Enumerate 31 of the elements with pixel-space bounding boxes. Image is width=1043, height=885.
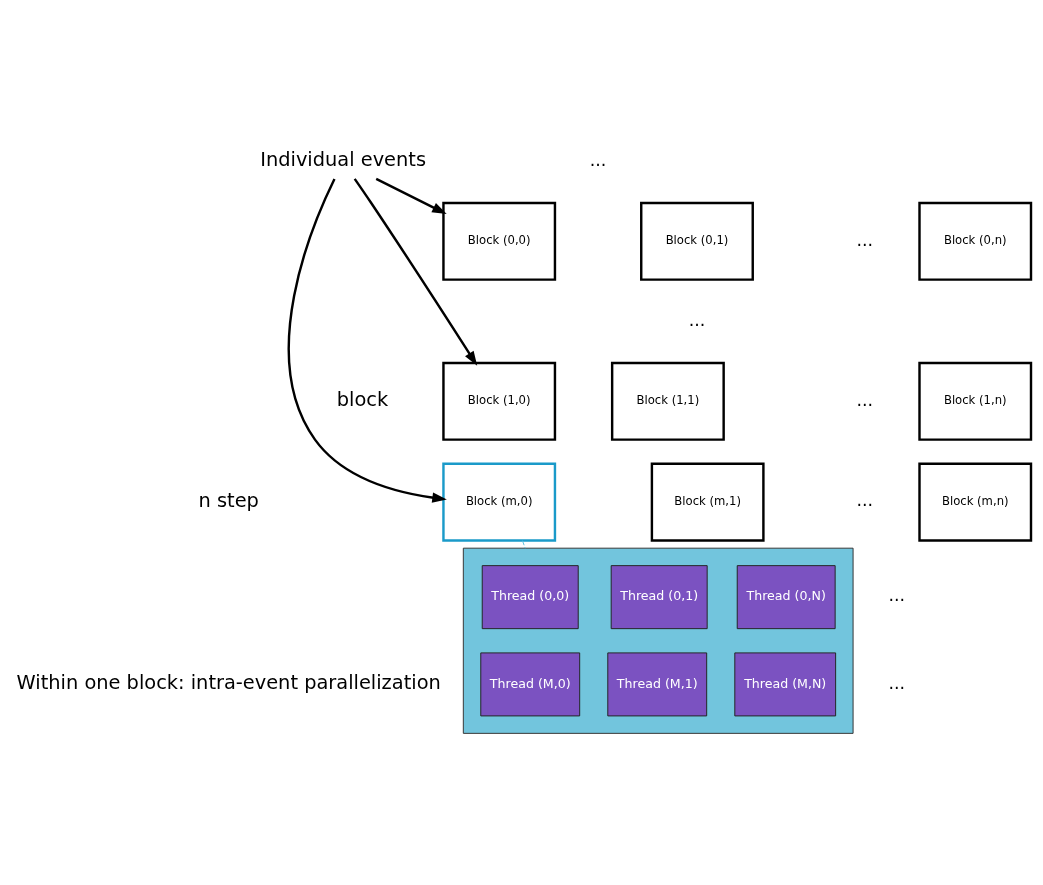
node-box: Thread (0,N) [736, 565, 836, 630]
connector [521, 540, 526, 549]
arrow [375, 177, 447, 215]
node-box: Thread (0,1) [610, 565, 708, 630]
label: ... [856, 490, 874, 511]
node-box: Block (0,n) [918, 201, 1033, 281]
node-box: Thread (M,N) [734, 652, 837, 717]
node-box: Block (1,n) [918, 361, 1033, 441]
arrow [353, 178, 478, 366]
node-box: Block (m,1) [650, 462, 765, 542]
label: ... [888, 585, 906, 606]
node-box: Thread (0,0) [481, 565, 579, 630]
node-box: Block (0,1) [640, 201, 754, 281]
node-text: Individual events [260, 148, 426, 172]
label: ... [688, 309, 706, 330]
label: Within one block: intra-event parallelization [16, 671, 441, 695]
node-box: Block (1,0) [442, 361, 557, 441]
label: ... [888, 672, 906, 693]
label: ... [856, 389, 874, 410]
node-box: Block (1,1) [610, 361, 725, 441]
node-box: Thread (M,1) [607, 652, 708, 717]
arrow [287, 178, 447, 503]
label: block [336, 388, 389, 412]
label: n step [198, 488, 259, 512]
cluster [462, 547, 854, 734]
node-box: Block (m,0) [442, 462, 557, 542]
node-box: Block (m,n) [918, 462, 1033, 542]
label: ... [589, 149, 607, 170]
node-box: Thread (M,0) [480, 652, 581, 717]
label: ... [856, 229, 874, 250]
node-box: Block (0,0) [442, 201, 557, 281]
